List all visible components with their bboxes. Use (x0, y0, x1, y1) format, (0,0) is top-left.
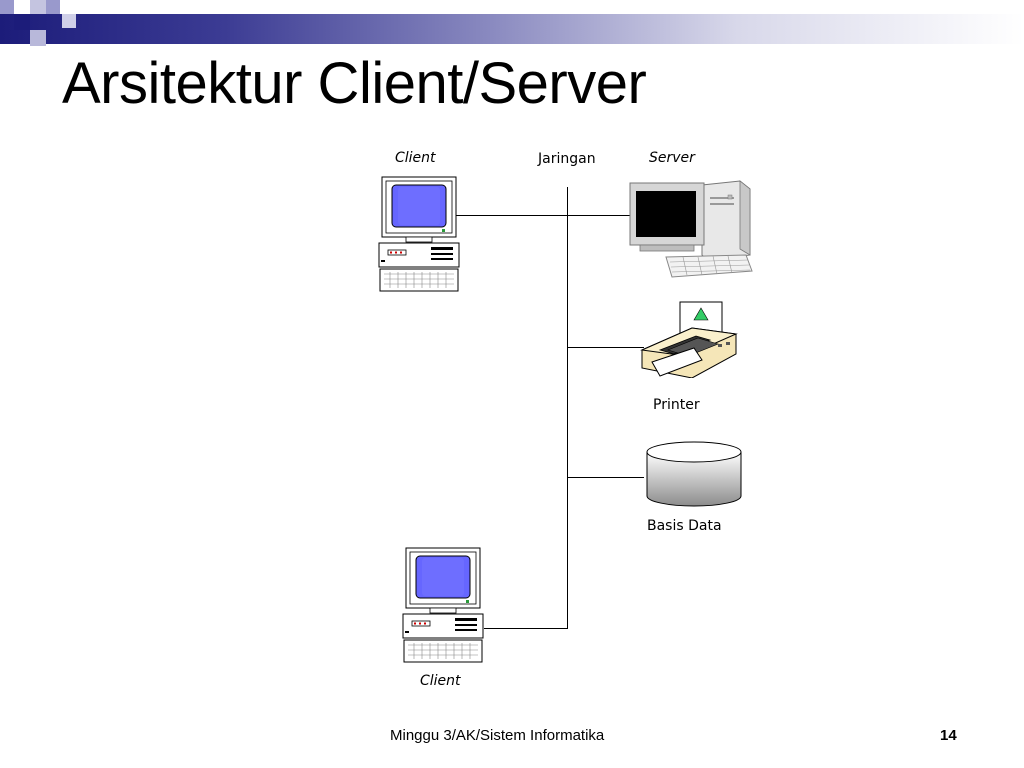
database-cylinder-icon (646, 441, 742, 507)
server-tower-icon (629, 180, 753, 278)
decorative-square (14, 44, 30, 60)
decorative-square (62, 14, 76, 28)
decorative-square (30, 0, 46, 14)
desktop-computer-icon (402, 547, 484, 663)
printer-icon (640, 301, 738, 378)
decorative-square (30, 30, 46, 46)
network-label: Jaringan (538, 151, 596, 167)
printer-label: Printer (653, 397, 700, 413)
decorative-square (14, 14, 30, 30)
database-connection-line (568, 477, 644, 478)
desktop-computer-icon (378, 176, 460, 292)
database-label: Basis Data (647, 518, 722, 534)
decorative-square (46, 0, 60, 14)
slide-footer: Minggu 3/AK/Sistem Informatika (390, 727, 605, 744)
client-bottom-connection-line (484, 628, 568, 629)
client-top-connection-line (456, 215, 630, 216)
client-bottom-label: Client (420, 673, 461, 689)
printer-connection-line (568, 347, 644, 348)
network-backbone-line (567, 187, 568, 629)
page-number: 14 (940, 727, 957, 744)
client-top-label: Client (395, 150, 436, 166)
decorative-square (0, 0, 14, 14)
slide-title: Arsitektur Client/Server (62, 51, 647, 116)
header-gradient-band (0, 14, 1024, 44)
server-label: Server (649, 150, 695, 166)
